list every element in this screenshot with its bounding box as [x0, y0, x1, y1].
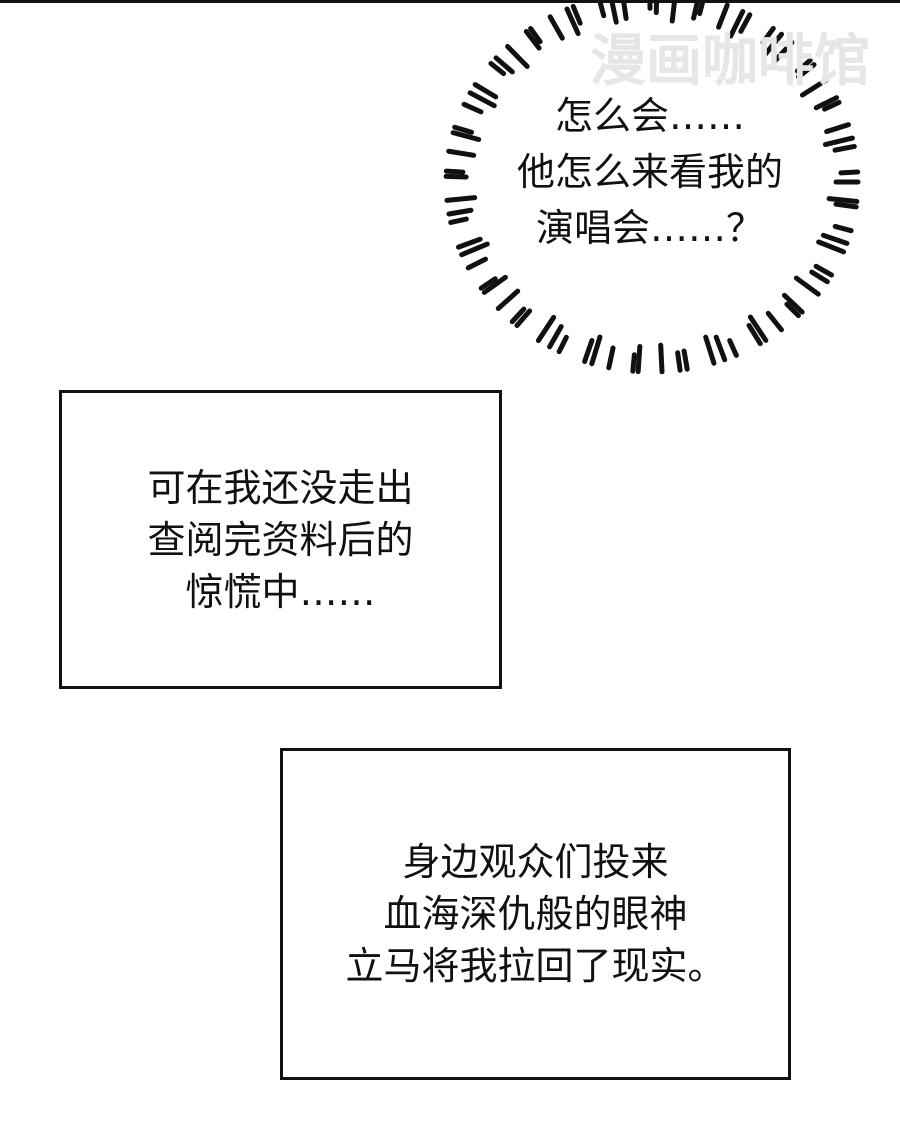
caption-line: 血海深仇般的眼神: [383, 892, 688, 936]
burst-tick: [795, 62, 817, 80]
burst-tick: [832, 223, 854, 234]
burst-tick: [832, 143, 857, 153]
burst-tick: [514, 308, 533, 329]
burst-tick: [691, 0, 701, 21]
burst-tick: [727, 338, 739, 358]
burst-tick: [669, 0, 678, 24]
burst-tick: [523, 28, 542, 51]
burst-tick: [746, 322, 763, 347]
burst-tick: [582, 338, 595, 365]
panel-top-border: [0, 0, 900, 3]
burst-tick: [772, 40, 795, 64]
burst-tick: [697, 0, 706, 17]
burst-tick: [452, 124, 475, 135]
burst-tick: [472, 82, 499, 100]
burst-tick: [528, 26, 543, 45]
bubble-line: 演唱会……？: [535, 206, 764, 250]
burst-tick: [703, 334, 717, 366]
burst-tick: [446, 148, 477, 158]
burst-tick: [495, 288, 521, 311]
bubble-line: 怎么会……: [554, 94, 745, 138]
burst-tick: [716, 2, 730, 30]
burst-tick: [635, 343, 643, 375]
burst-tick: [481, 274, 508, 295]
caption-line: 查阅完资料后的: [147, 517, 414, 562]
burst-tick: [443, 173, 469, 180]
burst-tick: [809, 269, 830, 285]
burst-tick: [467, 90, 497, 109]
burst-tick: [838, 169, 861, 176]
burst-tick: [793, 275, 821, 297]
burst-tick: [760, 25, 776, 45]
burst-tick: [728, 8, 746, 39]
burst-tick: [675, 350, 683, 373]
burst-tick: [713, 334, 728, 363]
burst-tick: [606, 345, 616, 371]
caption-box-2: 身边观众们投来 血海深仇般的眼神 立马将我拉回了现实。: [280, 748, 791, 1080]
burst-tick: [824, 122, 851, 135]
burst-tick: [813, 95, 840, 111]
burst-tick: [738, 12, 753, 34]
burst-tick: [450, 130, 482, 143]
caption-line: 身边观众们投来: [402, 840, 669, 884]
burst-tick: [443, 168, 466, 175]
burst-tick: [794, 57, 813, 74]
burst-tick: [570, 3, 583, 26]
burst-tick: [459, 241, 490, 258]
burst-tick: [509, 306, 527, 325]
burst-tick: [547, 324, 564, 350]
burst-tick: [826, 196, 860, 205]
burst-tick: [833, 201, 859, 210]
burst-tick: [448, 216, 469, 225]
burst-tick: [816, 239, 847, 255]
caption-box-1: 可在我还没走出 查阅完资料后的 惊慌中……: [59, 390, 502, 689]
burst-tick: [822, 99, 842, 112]
burst-tick: [455, 236, 483, 250]
burst-tick: [609, 0, 619, 25]
burst-tick: [681, 348, 690, 372]
burst-tick: [747, 314, 769, 343]
burst-tick: [781, 292, 805, 315]
burst-tick: [589, 334, 603, 367]
burst-tick: [493, 55, 515, 75]
burst-tick: [799, 77, 829, 98]
burst-tick: [822, 135, 855, 148]
burst-tick: [596, 0, 607, 19]
caption-line: 可在我还没走出: [147, 465, 414, 510]
burst-tick: [765, 310, 784, 333]
burst-tick: [564, 6, 581, 37]
burst-tick: [820, 232, 850, 246]
caption-line: 惊慌中……: [185, 569, 376, 614]
bubble-line: 他怎么来看我的: [516, 150, 783, 194]
burst-tick: [465, 256, 489, 271]
watermark-logo: 漫画咖啡馆: [590, 29, 870, 94]
burst-tick: [488, 61, 507, 77]
burst-tick: [444, 195, 478, 203]
burst-tick: [556, 334, 569, 355]
burst-tick: [547, 14, 565, 41]
burst-tick: [446, 207, 474, 217]
burst-tick: [505, 44, 530, 69]
thought-burst-outline: [443, 0, 861, 375]
burst-tick: [620, 0, 629, 22]
burst-tick: [535, 314, 557, 343]
burst-tick: [478, 276, 498, 291]
burst-tick: [658, 342, 665, 375]
caption-line: 立马将我拉回了现实。: [345, 944, 726, 988]
burst-tick: [813, 263, 835, 278]
burst-tick: [762, 31, 785, 58]
burst-tick: [461, 101, 484, 115]
thought-bubble-text: 怎么会…… 他怎么来看我的 演唱会……？: [445, 88, 855, 256]
burst-tick: [630, 352, 637, 374]
burst-tick: [784, 301, 801, 319]
